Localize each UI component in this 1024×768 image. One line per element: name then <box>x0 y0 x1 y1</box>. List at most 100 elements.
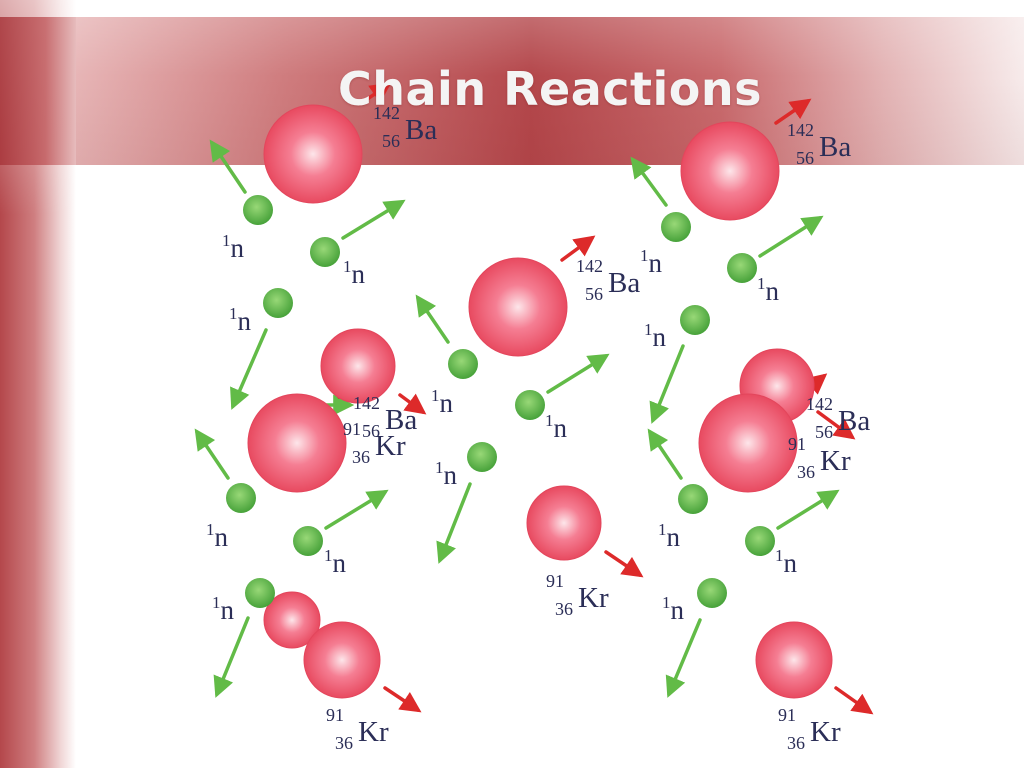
isotope-symbol: Kr <box>375 430 406 462</box>
isotope-atomic-number: 56 <box>796 148 814 168</box>
neutron-label-4: 1n <box>431 386 454 418</box>
isotope-mass-number: 91 <box>788 434 806 454</box>
neutron-symbol: n <box>333 548 347 578</box>
nucleus-9 <box>263 591 321 649</box>
neutron-mass-number: 1 <box>222 231 231 250</box>
neutron-6 <box>467 442 497 472</box>
nucleus-5 <box>247 393 347 493</box>
neutron-11 <box>727 253 757 283</box>
isotope-mass-number: 91 <box>778 705 796 725</box>
neutron-9 <box>245 578 275 608</box>
isotope-atomic-number: 36 <box>352 447 370 467</box>
neutron-mass-number: 1 <box>662 593 671 612</box>
neutron-label-9: 1n <box>212 593 235 625</box>
fragment-arrow-9 <box>816 410 856 440</box>
neutron-10 <box>661 212 691 242</box>
neutron-mass-number: 1 <box>658 520 667 539</box>
isotope-mass-number: 91 <box>343 419 361 439</box>
neutron-symbol: n <box>554 413 568 443</box>
neutron-symbol: n <box>653 322 667 352</box>
neutron-arrow-13 <box>647 428 683 480</box>
neutron-label-1: 1n <box>222 231 245 263</box>
isotope-symbol: Kr <box>578 582 609 614</box>
neutron-2 <box>310 237 340 267</box>
left-bar-band <box>0 17 76 165</box>
isotope-symbol: Ba <box>608 267 640 299</box>
arrows-layer <box>194 82 874 715</box>
isotope-mass-number: 91 <box>326 705 344 725</box>
slide-title: Chain Reactions <box>338 62 762 116</box>
neutron-label-10: 1n <box>640 246 663 278</box>
title-band-shade <box>76 17 1024 165</box>
neutron-arrow-4 <box>415 294 450 344</box>
neutron-mass-number: 1 <box>343 257 352 276</box>
neutron-5 <box>515 390 545 420</box>
neutron-label-15: 1n <box>662 593 685 625</box>
neutron-14 <box>745 526 775 556</box>
neutron-mass-number: 1 <box>757 274 766 293</box>
nucleus-7 <box>698 393 798 493</box>
isotope-symbol: Ba <box>405 114 437 146</box>
neutron-symbol: n <box>215 522 229 552</box>
fragment-arrow-3 <box>560 235 596 262</box>
fragment-arrow-2 <box>774 98 812 125</box>
neutron-symbol: n <box>352 259 366 289</box>
neutron-label-5: 1n <box>545 411 568 443</box>
neutron-symbol: n <box>784 548 798 578</box>
nucleus-3 <box>468 257 568 357</box>
neutron-mass-number: 1 <box>324 546 333 565</box>
nucleus-11 <box>755 621 833 699</box>
fragment-arrow-5 <box>398 393 427 415</box>
neutron-symbol: n <box>444 460 458 490</box>
neutron-label-8: 1n <box>324 546 347 578</box>
neutron-label-11: 1n <box>757 274 780 306</box>
neutron-1 <box>243 195 273 225</box>
isotope-mass-number: 142 <box>353 393 380 413</box>
neutron-arrow-5 <box>546 353 610 394</box>
neutron-arrow-2 <box>341 199 406 240</box>
title-band <box>76 17 1024 165</box>
isotope-symbol: Ba <box>838 405 870 437</box>
isotope-symbol: Ba <box>819 131 851 163</box>
neutron-arrow-7 <box>194 428 230 480</box>
fragment-arrow-1 <box>358 82 392 106</box>
neutron-3 <box>263 288 293 318</box>
neutron-mass-number: 1 <box>431 386 440 405</box>
neutron-arrow-1 <box>209 139 247 194</box>
neutron-label-14: 1n <box>775 546 798 578</box>
isotope-atomic-number: 36 <box>335 733 353 753</box>
neutron-symbol: n <box>671 595 685 625</box>
isotope-mass-number: 142 <box>373 103 400 123</box>
neutron-arrow-9 <box>213 616 250 698</box>
neutron-arrow-10 <box>630 156 668 207</box>
neutron-symbol: n <box>238 306 252 336</box>
isotope-atomic-number: 36 <box>787 733 805 753</box>
neutron-mass-number: 1 <box>435 458 444 477</box>
neutrons-layer <box>226 195 775 608</box>
nucleus-1 <box>263 104 363 204</box>
fragment-arrow-6 <box>604 550 644 578</box>
neutron-mass-number: 1 <box>545 411 554 430</box>
nucleus-10 <box>303 621 381 699</box>
isotope-atomic-number: 56 <box>382 131 400 151</box>
isotope-atomic-number: 56 <box>362 421 380 441</box>
nucleus-4 <box>320 328 396 404</box>
isotope-mass-number: 91 <box>546 571 564 591</box>
neutron-arrow-8 <box>324 489 389 530</box>
isotope-atomic-number: 56 <box>815 422 833 442</box>
isotope-mass-number: 142 <box>806 394 833 414</box>
neutron-symbol: n <box>221 595 235 625</box>
neutron-mass-number: 1 <box>640 246 649 265</box>
neutron-4 <box>448 349 478 379</box>
neutron-symbol: n <box>667 522 681 552</box>
